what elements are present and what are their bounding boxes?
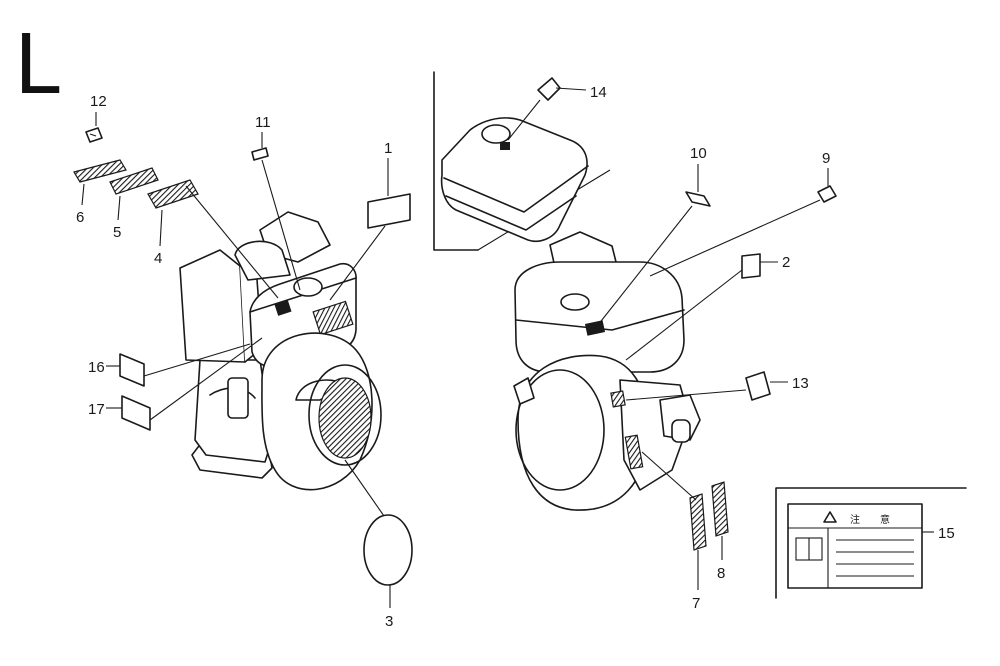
label-part-8 bbox=[711, 481, 729, 537]
label-part-4 bbox=[147, 179, 199, 209]
callout-1: 1 bbox=[384, 140, 392, 157]
label-part-11 bbox=[251, 147, 269, 161]
callout-3: 3 bbox=[385, 613, 393, 630]
callout-16: 16 bbox=[88, 359, 105, 376]
label-part-2 bbox=[741, 253, 761, 279]
label-part-9 bbox=[817, 185, 837, 203]
callout-17: 17 bbox=[88, 401, 105, 418]
caution-label-part-15 bbox=[787, 503, 923, 589]
callout-10: 10 bbox=[690, 145, 707, 162]
label-part-3 bbox=[363, 514, 413, 586]
caution-header-left: 注 bbox=[850, 513, 860, 526]
label-part-6 bbox=[73, 159, 127, 183]
callout-6: 6 bbox=[76, 209, 84, 226]
callout-5: 5 bbox=[113, 224, 121, 241]
callout-12: 12 bbox=[90, 93, 107, 110]
label-part-10 bbox=[685, 191, 711, 207]
warning-triangle-icon bbox=[823, 511, 837, 523]
callout-7: 7 bbox=[692, 595, 700, 612]
left-engine bbox=[179, 211, 382, 491]
callout-4: 4 bbox=[154, 250, 162, 267]
callout-9: 9 bbox=[822, 150, 830, 167]
callout-2: 2 bbox=[782, 254, 790, 271]
callout-13: 13 bbox=[792, 375, 809, 392]
caution-header-right: 意 bbox=[880, 513, 890, 526]
label-part-16 bbox=[119, 353, 145, 387]
label-part-13 bbox=[745, 371, 771, 401]
label-part-7 bbox=[689, 493, 707, 551]
label-part-17 bbox=[121, 395, 151, 431]
callout-8: 8 bbox=[717, 565, 725, 582]
right-engine bbox=[433, 71, 701, 511]
section-letter: L bbox=[14, 18, 60, 113]
callout-15: 15 bbox=[938, 525, 955, 542]
label-part-5 bbox=[109, 167, 159, 195]
label-part-1 bbox=[367, 193, 411, 229]
callout-14: 14 bbox=[590, 84, 607, 101]
label-part-14 bbox=[537, 77, 561, 101]
callout-11: 11 bbox=[255, 114, 271, 131]
